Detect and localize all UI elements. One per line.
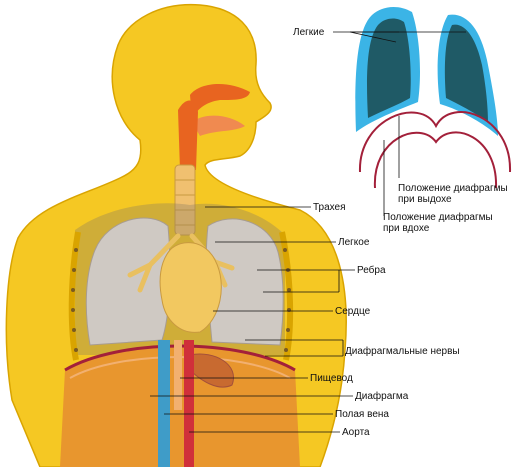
nasal-cavity xyxy=(190,84,250,120)
label-lungs-inset: Легкие xyxy=(293,27,325,38)
heart-shape xyxy=(159,242,222,333)
esophagus-shape xyxy=(174,340,182,410)
aorta-shape xyxy=(184,340,194,467)
label-phrenic-nerves: Диафрагмальные нервы xyxy=(345,346,460,357)
label-ribs: Ребра xyxy=(357,265,386,276)
label-esophagus: Пищевод xyxy=(310,373,353,384)
label-diaphragm-inhale-2: при вдохе xyxy=(383,223,430,234)
label-trachea: Трахея xyxy=(313,202,346,213)
bronchi xyxy=(127,233,235,293)
label-diaphragm-inhale-1: Положение диафрагмы xyxy=(383,212,493,223)
trachea-shape xyxy=(174,164,196,236)
inset-diaphragm-inhale xyxy=(373,131,498,189)
vena-cava-shape xyxy=(158,340,170,467)
label-heart: Сердце xyxy=(335,306,371,317)
pharynx xyxy=(178,100,198,170)
oral-cavity xyxy=(192,115,245,136)
inset-diaphragm-exhale xyxy=(358,111,512,173)
diaphragm-muscle xyxy=(189,353,234,388)
leader-lines xyxy=(150,31,466,433)
label-diaphragm: Диафрагма xyxy=(355,391,409,402)
label-aorta: Аорта xyxy=(342,427,370,438)
label-diaphragm-exhale-2: при выдохе xyxy=(398,194,452,205)
label-vena-cava: Полая вена xyxy=(335,409,389,420)
label-diaphragm-exhale-1: Положение диафрагмы xyxy=(398,183,508,194)
label-lung: Легкое xyxy=(338,237,370,248)
